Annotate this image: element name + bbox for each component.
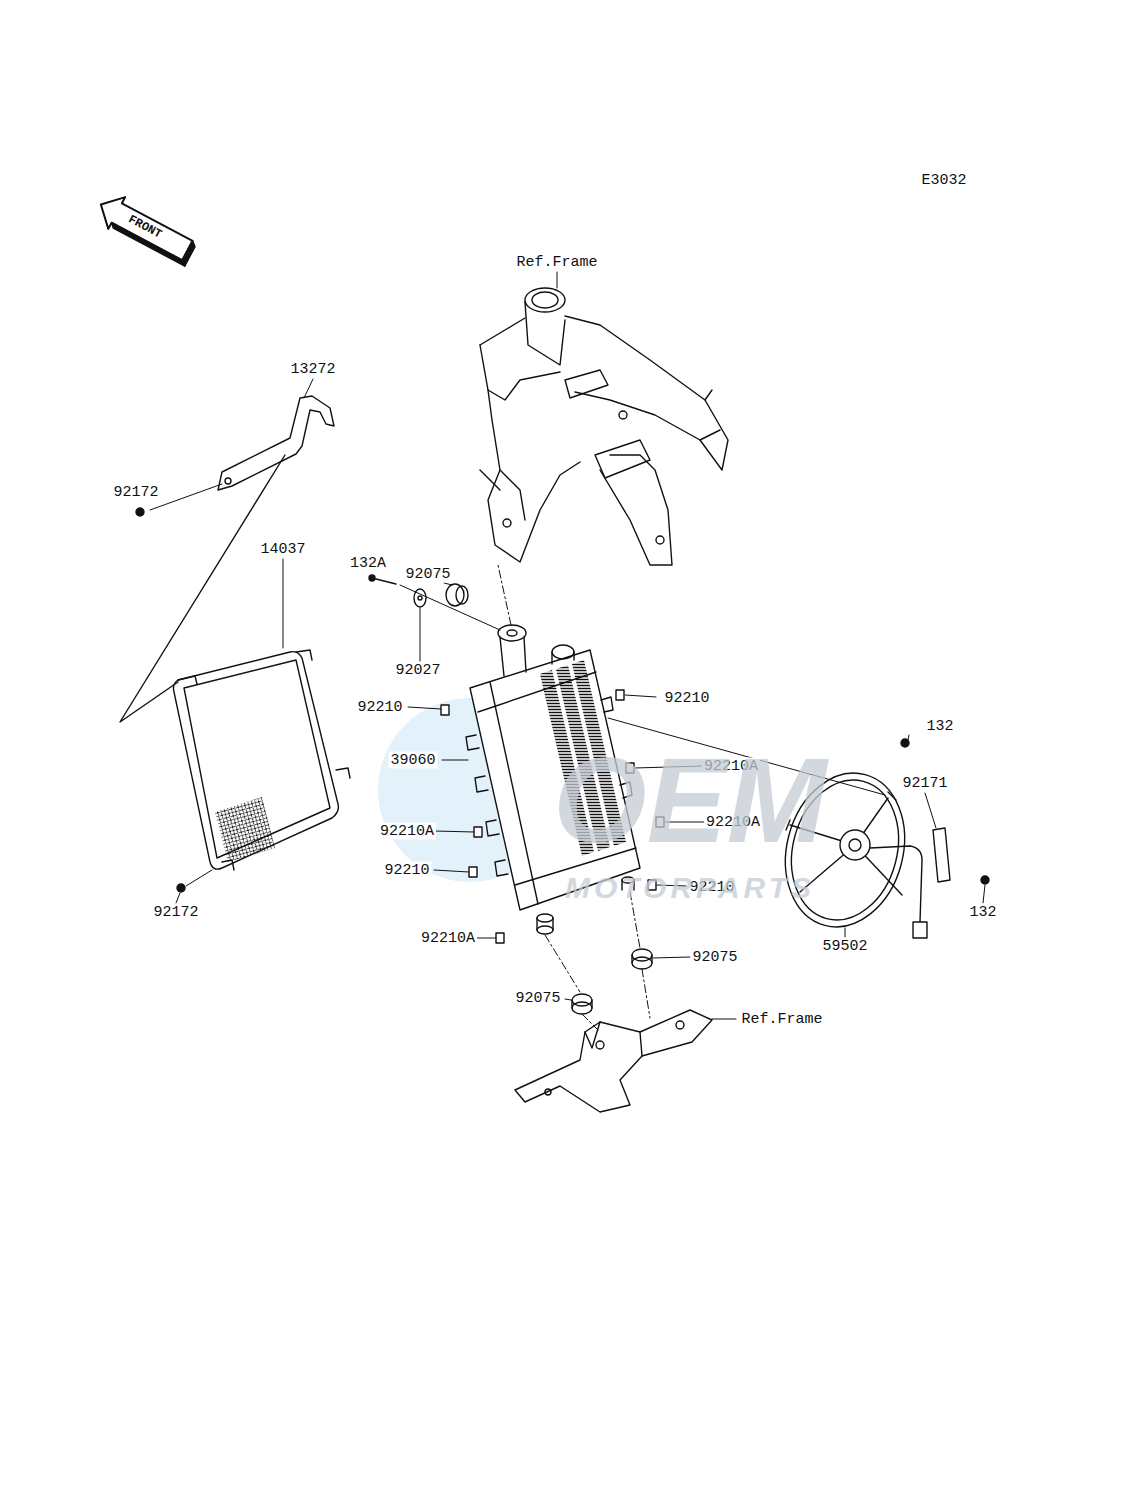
reference-label: Ref.Frame	[514, 254, 599, 271]
upper-frame	[480, 288, 728, 565]
callout-number: 92172	[111, 484, 160, 501]
callout-number: 92210	[355, 699, 404, 716]
callout-number: 39060	[388, 752, 437, 769]
callout-number: 92210	[382, 862, 431, 879]
watermark: OEM	[551, 735, 828, 865]
bracket	[218, 396, 334, 490]
reference-label: Ref.Frame	[739, 1011, 824, 1028]
leader-lines	[150, 272, 985, 1030]
fasteners	[136, 508, 989, 1014]
callout-number: 13272	[288, 361, 337, 378]
radiator-screen	[174, 650, 351, 870]
watermark: MOTORPARTS	[563, 871, 817, 905]
callout-number: 92075	[513, 990, 562, 1007]
callout-number: 92210A	[378, 823, 436, 840]
front-arrow	[92, 189, 200, 269]
callout-number: 92210A	[419, 930, 477, 947]
callout-number: 132A	[348, 555, 388, 572]
callout-number: 92172	[151, 904, 200, 921]
lower-frame	[515, 1010, 712, 1112]
callout-number: 92171	[900, 775, 949, 792]
callout-number: 59502	[820, 938, 869, 955]
callout-number: 92027	[393, 662, 442, 679]
diagram-code: E3032	[919, 172, 968, 189]
callout-number: 92075	[690, 949, 739, 966]
callout-number: 92075	[403, 566, 452, 583]
callout-number: 92210	[662, 690, 711, 707]
callout-number: 132	[924, 718, 955, 735]
callout-number: 132	[967, 904, 998, 921]
callout-number: 14037	[258, 541, 307, 558]
